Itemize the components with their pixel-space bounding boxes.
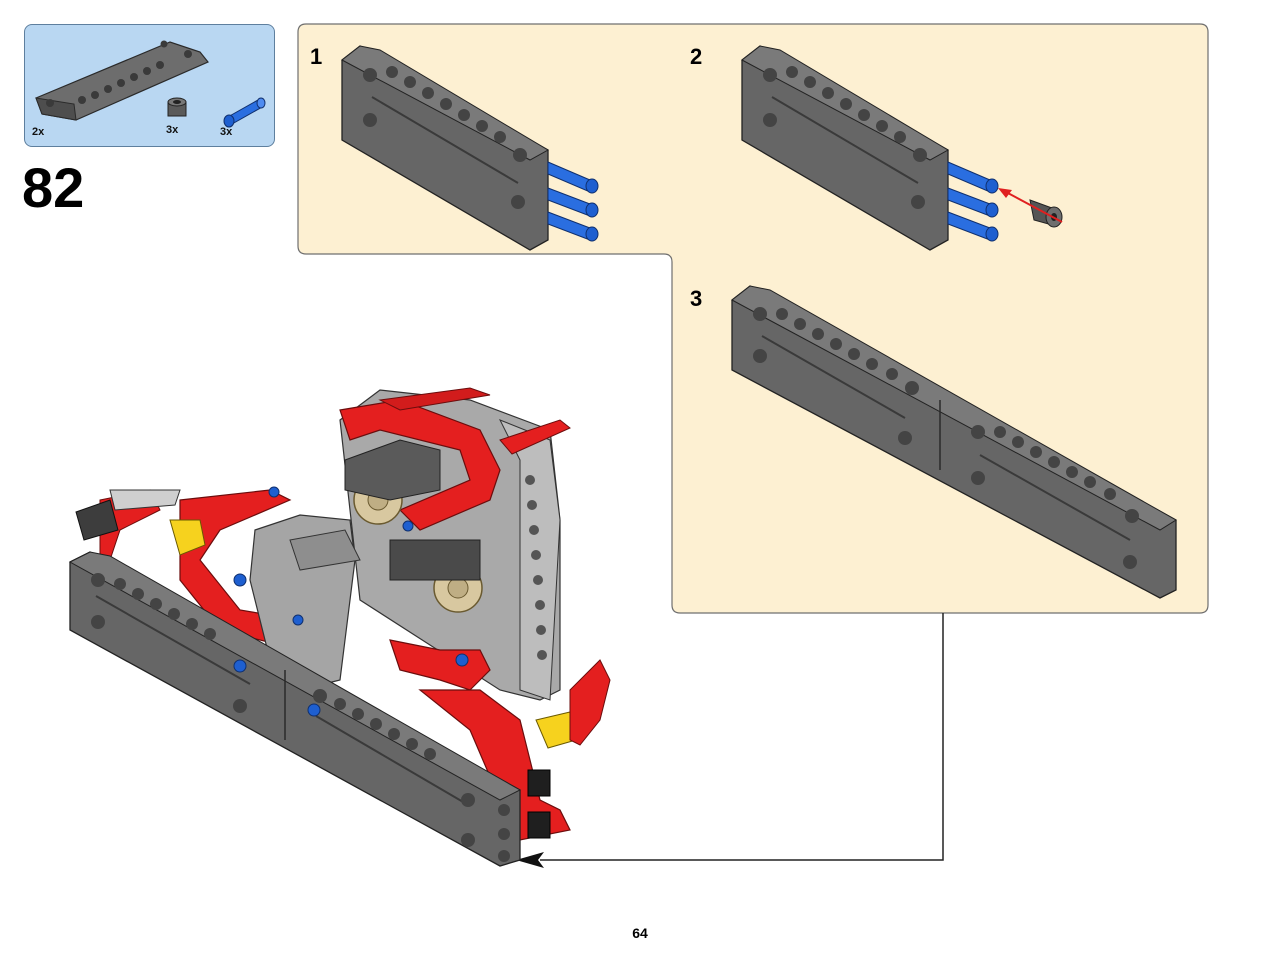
part-qty-panel: 2x — [32, 126, 45, 138]
part-qty-bush: 3x — [166, 124, 179, 136]
substep-2-panel-icon — [741, 45, 950, 251]
connector-arrow-icon — [516, 852, 544, 868]
page-number: 64 — [632, 925, 648, 941]
substep-label-3: 3 — [690, 286, 703, 311]
substep-1-panel-icon — [341, 45, 550, 251]
substep-2-blue-pins-icon — [947, 161, 999, 242]
step-number: 82 — [22, 156, 85, 219]
long-beam-panel-icon — [35, 40, 209, 121]
main-assembly-model-icon — [68, 387, 611, 867]
substep-1-blue-pins-icon — [547, 161, 599, 242]
bush-icon — [167, 97, 187, 117]
substep-label-2: 2 — [690, 44, 703, 69]
part-qty-pin: 3x — [220, 126, 233, 138]
substep-label-1: 1 — [310, 44, 323, 69]
blue-pin-icon — [223, 97, 266, 128]
insert-arrow-icon — [998, 188, 1063, 223]
substep-3-double-panel-icon — [731, 285, 1177, 599]
